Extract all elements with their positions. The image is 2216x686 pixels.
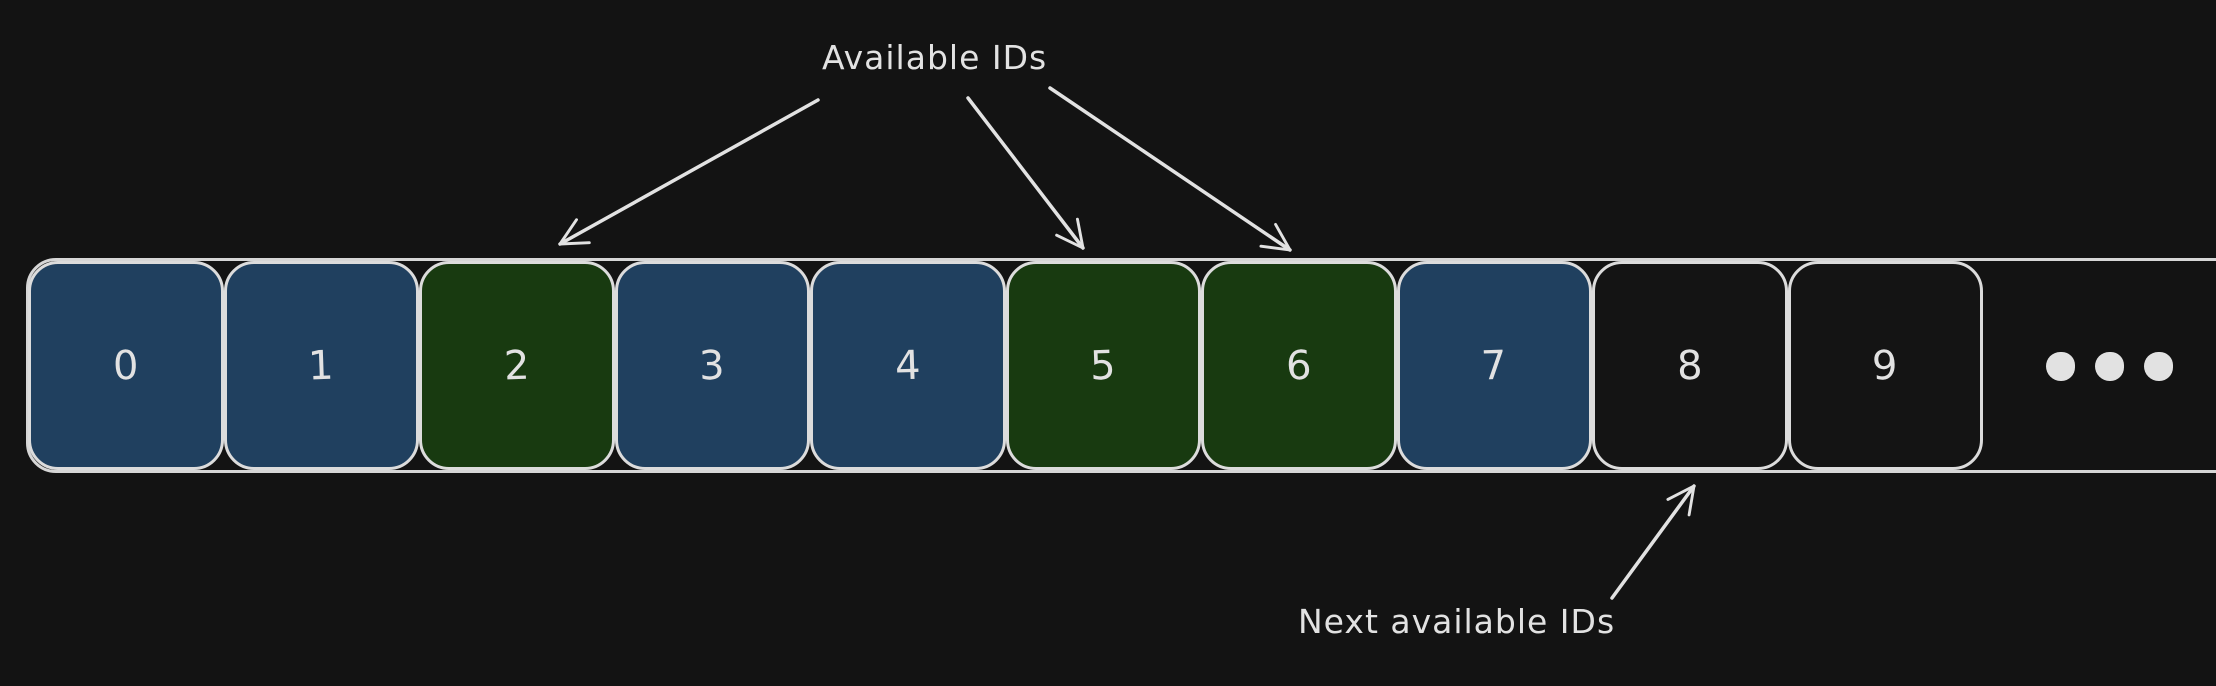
id-cells: 0 1 2 3 4 5 6 7 8 9 [28,261,1983,470]
available-ids-label: Available IDs [822,38,1048,77]
id-cell-number: 6 [1284,342,1313,389]
arrow-available-to-cell-6 [1048,86,1292,252]
id-cell-number: 4 [893,342,922,389]
id-cell-4: 4 [810,261,1006,470]
arrow-next-to-cell-8 [1610,484,1696,600]
ellipsis-dot [2144,352,2173,381]
id-cell-number: 7 [1480,342,1509,389]
ellipsis-dots [2046,352,2173,381]
id-cell-number: 9 [1871,342,1900,389]
arrow-available-to-cell-2 [558,98,820,246]
id-cell-number: 5 [1089,342,1118,389]
id-cell-number: 1 [307,342,336,389]
id-cell-number: 8 [1675,342,1704,389]
id-track [26,258,2216,473]
ellipsis-dot [2095,352,2124,381]
id-cell-3: 3 [614,261,810,470]
id-cell-8: 8 [1592,261,1788,470]
id-cell-number: 3 [698,342,727,389]
id-cell-5: 5 [1005,261,1201,470]
ellipsis-dot [2046,352,2075,381]
id-cell-number: 2 [502,342,531,389]
arrow-available-to-cell-5 [966,96,1085,250]
id-cell-0: 0 [28,261,224,470]
id-cell-number: 0 [111,342,140,389]
next-available-ids-label: Next available IDs [1298,602,1616,641]
id-cell-1: 1 [223,261,419,470]
id-cell-7: 7 [1396,261,1592,470]
id-cell-6: 6 [1201,261,1397,470]
id-cell-2: 2 [419,261,615,470]
id-cell-9: 9 [1787,261,1983,470]
